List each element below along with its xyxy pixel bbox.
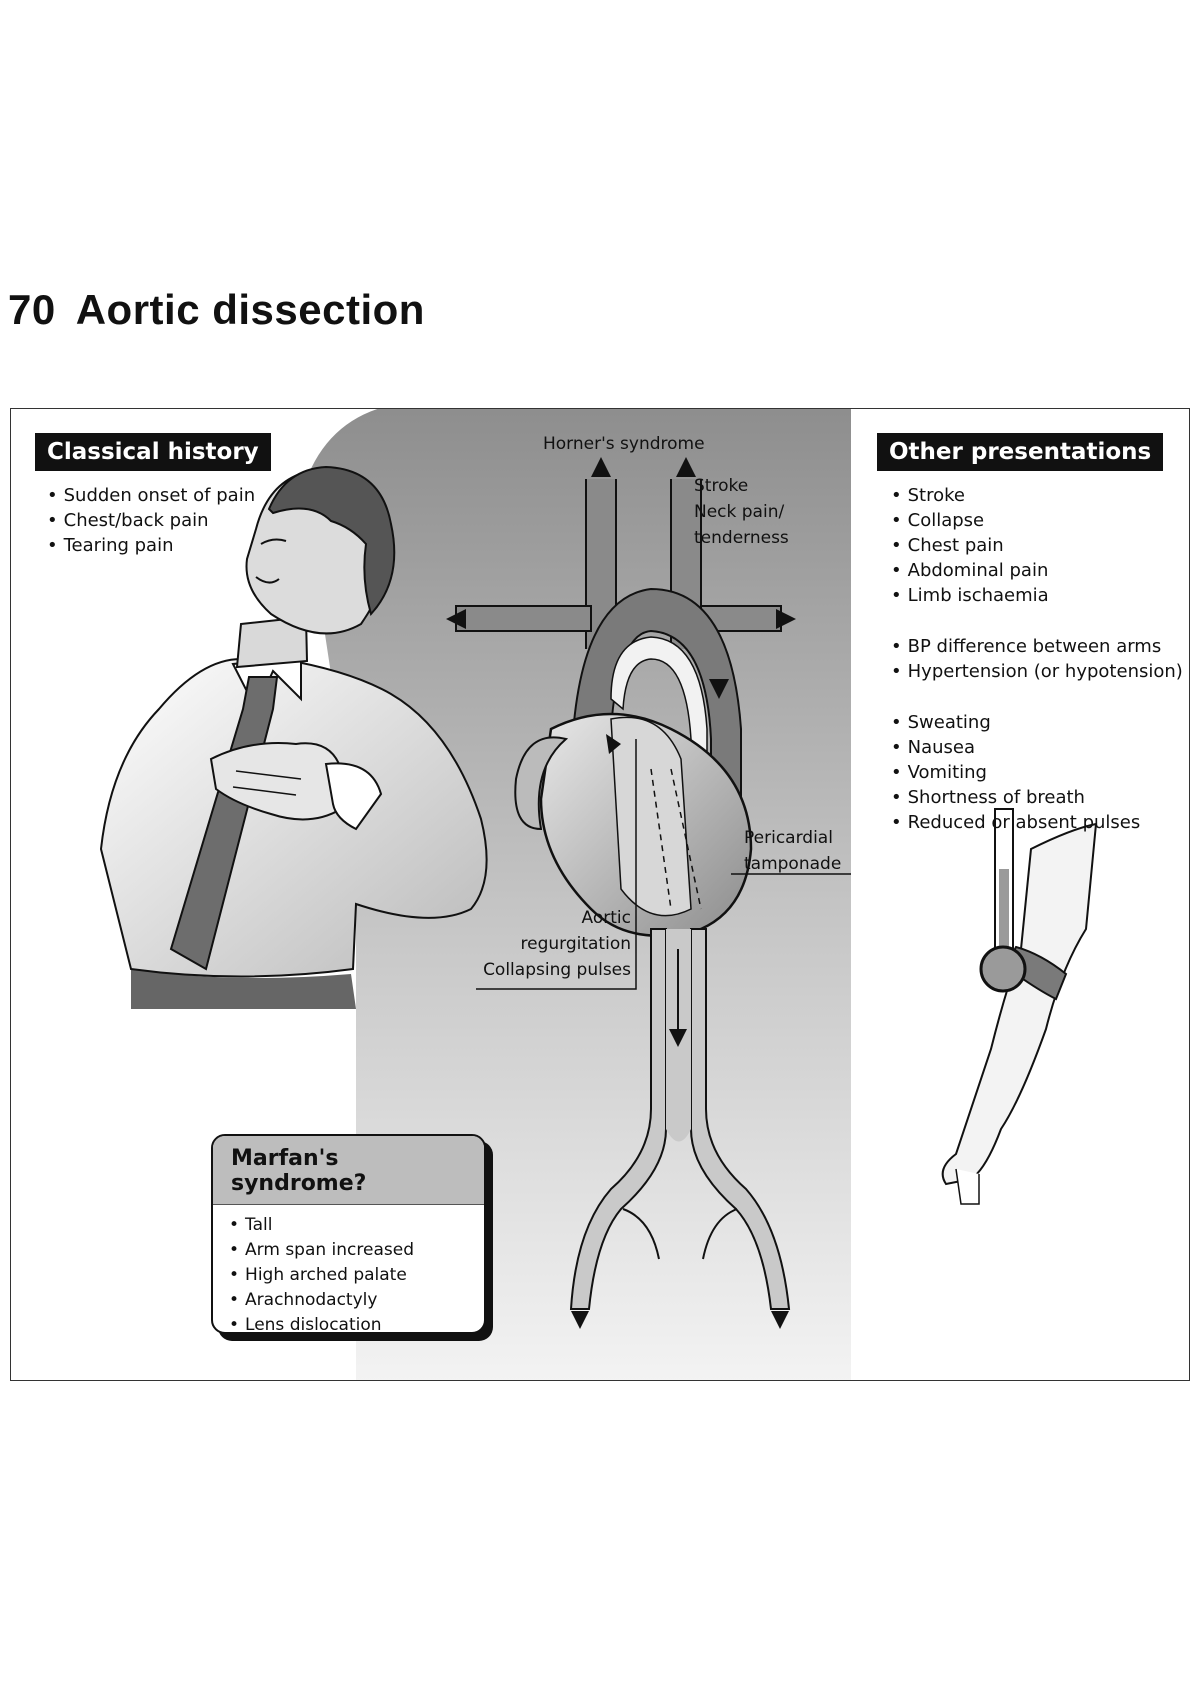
- page-title-text: Aortic dissection: [75, 286, 425, 333]
- list-item: Arm span increased: [229, 1238, 484, 1263]
- label-neck-pain: Neck pain/: [694, 502, 785, 522]
- list-item: BP difference between arms: [891, 634, 1183, 659]
- list-item: Vomiting: [891, 760, 1183, 785]
- other-presentations-heading: Other presentations: [877, 433, 1164, 471]
- label-aortic: Aortic: [581, 908, 631, 928]
- list-item: Tall: [229, 1213, 484, 1238]
- arrow-left: [446, 609, 466, 629]
- list-item: Abdominal pain: [891, 558, 1183, 583]
- arm-bp-illustration: [941, 808, 1098, 1205]
- arrow-up-left: [591, 457, 611, 477]
- arrow-right: [776, 609, 796, 629]
- list-item: High arched palate: [229, 1263, 484, 1288]
- list-item: Nausea: [891, 735, 1183, 760]
- label-pericardial: Pericardial: [744, 828, 833, 848]
- marfan-list: Tall Arm span increased High arched pala…: [213, 1205, 484, 1332]
- page-title: 70 Aortic dissection: [8, 286, 425, 334]
- aorta-diagram: [446, 457, 851, 1329]
- figure-frame: Classical history Sudden onset of pain C…: [10, 408, 1190, 1381]
- list-item: Reduced or absent pulses: [891, 810, 1183, 835]
- label-collapsing-pulses: Collapsing pulses: [483, 960, 631, 980]
- classical-history-heading: Classical history: [35, 433, 271, 471]
- list-item: Tearing pain: [47, 533, 255, 558]
- label-tenderness: tenderness: [694, 528, 789, 548]
- marfan-heading: Marfan's syndrome?: [213, 1136, 484, 1205]
- page-number: 70: [8, 286, 56, 333]
- label-stroke: Stroke: [694, 476, 749, 496]
- list-item: Sweating: [891, 710, 1183, 735]
- list-item: Arachnodactyly: [229, 1288, 484, 1313]
- list-item: Chest/back pain: [47, 508, 255, 533]
- list-item: Limb ischaemia: [891, 583, 1183, 608]
- list-item: Sudden onset of pain: [47, 483, 255, 508]
- man-figure: [99, 465, 488, 1009]
- list-item: Stroke: [891, 483, 1183, 508]
- list-item: Shortness of breath: [891, 785, 1183, 810]
- list-item: Chest pain: [891, 533, 1183, 558]
- list-item: Collapse: [891, 508, 1183, 533]
- label-regurgitation: regurgitation: [520, 934, 632, 954]
- marfan-box: Marfan's syndrome? Tall Arm span increas…: [211, 1134, 486, 1334]
- list-item: Hypertension (or hypotension): [891, 659, 1183, 684]
- classical-history-list: Sudden onset of pain Chest/back pain Tea…: [47, 483, 255, 558]
- list-item: Lens dislocation: [229, 1313, 484, 1332]
- label-tamponade: tamponade: [744, 854, 842, 874]
- arrow-up-right: [676, 457, 696, 477]
- label-horners-syndrome: Horner's syndrome: [543, 434, 705, 454]
- other-presentations-list: Stroke Collapse Chest pain Abdominal pai…: [891, 483, 1183, 835]
